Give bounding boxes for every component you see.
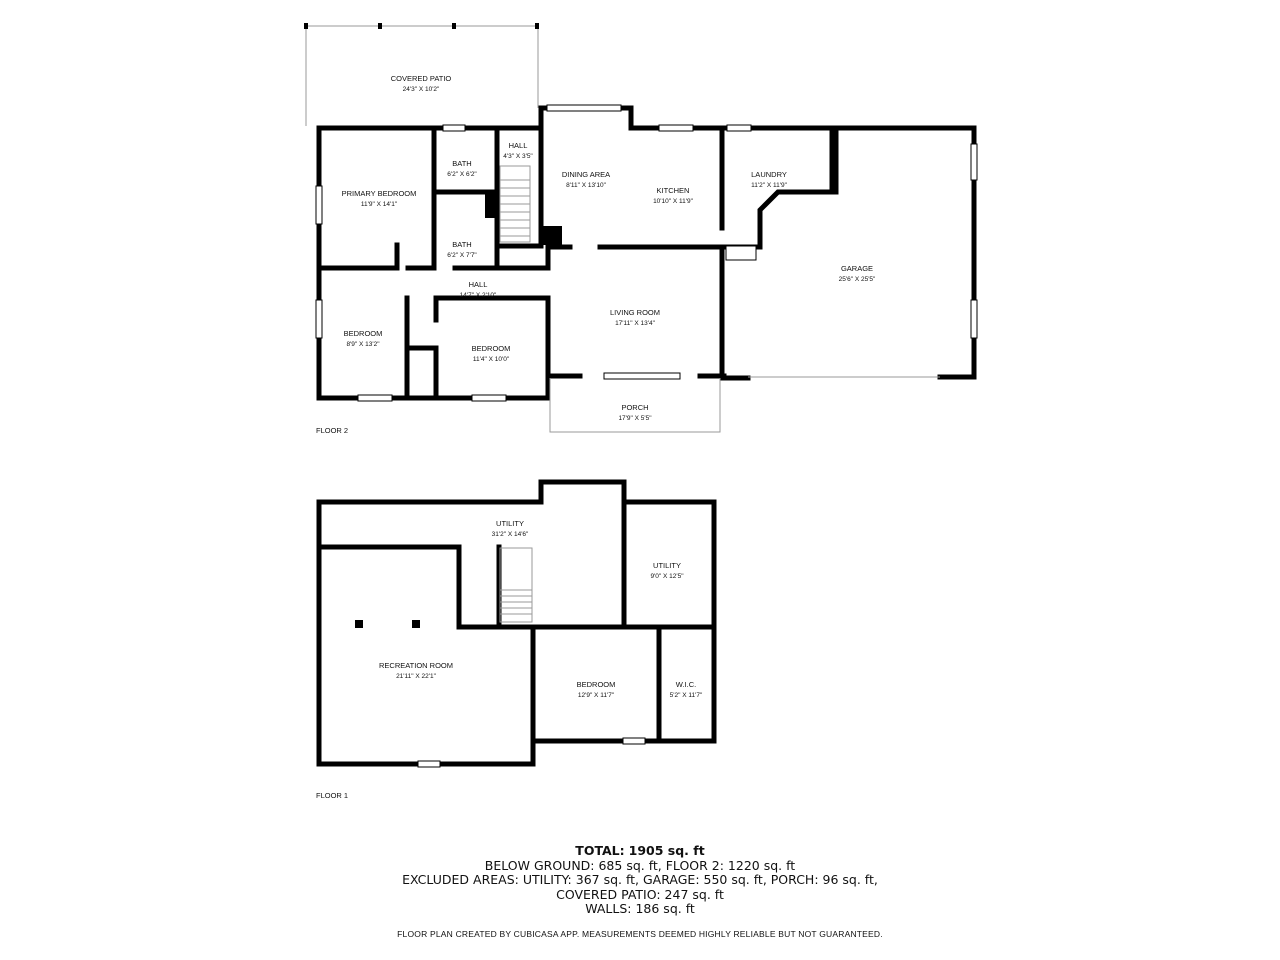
room-name: KITCHEN xyxy=(657,186,690,195)
total-value: 1905 sq. ft xyxy=(628,843,705,858)
area-summary: TOTAL: 1905 sq. ft BELOW GROUND: 685 sq.… xyxy=(0,843,1280,917)
floor-1-columns xyxy=(355,620,420,628)
room-name: UTILITY xyxy=(496,519,524,528)
room-dims: 11'2" X 11'9" xyxy=(751,182,787,189)
covered-patio-outline xyxy=(304,23,539,126)
room-dims: 6'2" X 6'2" xyxy=(447,171,477,178)
room-name: HALL xyxy=(469,280,488,289)
disclaimer: FLOOR PLAN CREATED BY CUBICASA APP. MEAS… xyxy=(397,929,883,939)
room-dims: 6'2" X 7'7" xyxy=(447,252,477,259)
summary-line: WALLS: 186 sq. ft xyxy=(585,901,695,916)
summary-line: COVERED PATIO: 247 sq. ft xyxy=(556,886,724,902)
room-name: BEDROOM xyxy=(472,344,511,353)
room-dims: 11'4" X 10'0" xyxy=(473,356,510,363)
room-dims: 24'3" X 10'2" xyxy=(403,86,440,93)
room-dims: 31'2" X 14'6" xyxy=(492,531,529,538)
room-name: BATH xyxy=(452,240,471,249)
room-name: RECREATION ROOM xyxy=(379,661,453,670)
room-dims: 17'9" X 5'5" xyxy=(618,415,652,422)
floor-1-windows xyxy=(417,737,646,768)
floor-1-label: FLOOR 1 xyxy=(316,791,348,800)
room-dims: 17'11" X 13'4" xyxy=(615,320,656,327)
room-name: COVERED PATIO xyxy=(391,74,452,83)
room-dims: 14'7" X 2'10" xyxy=(460,292,497,299)
room-name: W.I.C. xyxy=(676,680,696,689)
room-dims: 10'10" X 11'9" xyxy=(653,198,694,205)
porch-outline xyxy=(549,378,721,433)
floor-2-room-labels: COVERED PATIO 24'3" X 10'2" HALL 4'3" X … xyxy=(342,74,876,422)
summary-line: EXCLUDED AREAS: UTILITY: 367 sq. ft, GAR… xyxy=(402,872,878,887)
room-name: LIVING ROOM xyxy=(610,308,660,317)
floor-2-walls xyxy=(316,105,977,401)
room-name: UTILITY xyxy=(653,561,681,570)
room-name: BEDROOM xyxy=(577,680,616,689)
room-dims: 8'9" X 13'2" xyxy=(346,341,380,348)
room-name: PORCH xyxy=(621,403,648,412)
room-dims: 8'11" X 13'10" xyxy=(566,182,607,189)
floor-2-windows xyxy=(315,104,978,402)
room-name: PRIMARY BEDROOM xyxy=(342,189,417,198)
room-name: BATH xyxy=(452,159,471,168)
room-dims: 11'9" X 14'1" xyxy=(361,201,398,208)
room-dims: 21'11" X 22'1" xyxy=(396,673,437,680)
floor-2-label: FLOOR 2 xyxy=(316,426,348,435)
floor-1-room-labels: UTILITY 31'2" X 14'6" UTILITY 9'0" X 12'… xyxy=(379,519,703,699)
floor-1-walls xyxy=(316,479,717,767)
total-area: TOTAL: 1905 sq. ft xyxy=(0,843,1280,859)
floor-2-stairs xyxy=(485,165,562,245)
floor-2-plan: COVERED PATIO 24'3" X 10'2" HALL 4'3" X … xyxy=(304,23,978,435)
room-name: BEDROOM xyxy=(344,329,383,338)
room-dims: 25'6" X 25'5" xyxy=(839,276,876,283)
room-dims: 5'2" X 11'7" xyxy=(670,692,703,699)
room-dims: 4'3" X 3'5" xyxy=(503,153,533,160)
room-dims: 12'9" X 11'7" xyxy=(578,692,615,699)
room-name: GARAGE xyxy=(841,264,873,273)
room-dims: 9'0" X 12'5" xyxy=(650,573,684,580)
summary-line: BELOW GROUND: 685 sq. ft, FLOOR 2: 1220 … xyxy=(484,857,796,873)
room-name: LAUNDRY xyxy=(751,170,787,179)
room-name: HALL xyxy=(509,141,528,150)
floor-1-stairs xyxy=(499,547,533,623)
room-name: DINING AREA xyxy=(562,170,610,179)
floor-1-plan: UTILITY 31'2" X 14'6" UTILITY 9'0" X 12'… xyxy=(316,479,717,800)
total-label: TOTAL: xyxy=(575,843,625,858)
